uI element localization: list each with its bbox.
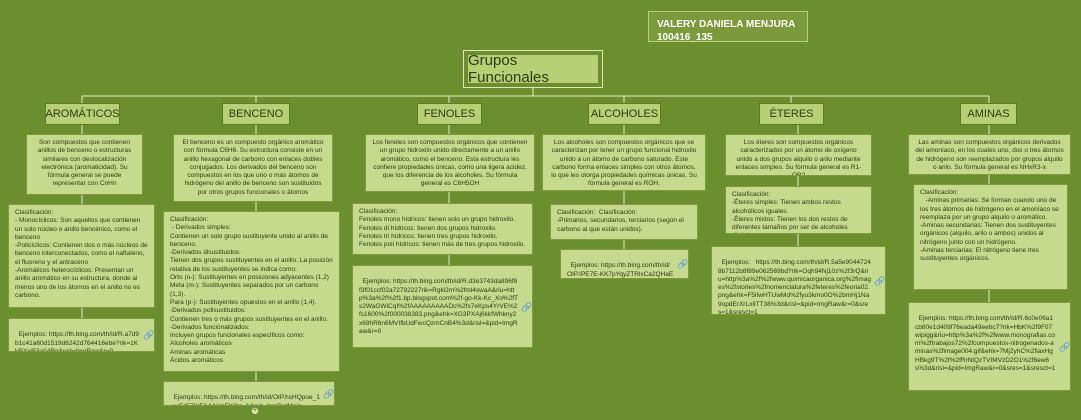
- example-text: Ejemplos: https://th.bing.com/th/id/OIP.…: [170, 394, 320, 405]
- author-name: VALERY DANIELA MENJURA: [657, 19, 796, 30]
- author-box: VALERY DANIELA MENJURA 100416_135: [648, 11, 808, 43]
- category-aminas[interactable]: AMINAS: [960, 103, 1017, 125]
- description-eteres[interactable]: Los éteres son compuestos orgánicos cara…: [725, 134, 872, 176]
- example-text: Ejemplos: https://th.bing.com/th/id/R.5a…: [718, 259, 872, 315]
- example-fenoles[interactable]: Ejemplos: https://th.bing.com/th/id/R.d3…: [352, 265, 533, 348]
- author-code: 100416_135: [657, 32, 713, 43]
- category-alcoholes[interactable]: ALCOHOLES: [588, 103, 661, 125]
- link-icon[interactable]: 🔗: [1059, 341, 1071, 352]
- link-icon[interactable]: 🔗: [143, 330, 155, 340]
- description-aromaticos[interactable]: Son compuestos que contienen anillos de …: [26, 134, 143, 195]
- example-alcoholes[interactable]: Ejemplos: https://th.bing.com/th/id/OIP.…: [560, 249, 689, 279]
- link-icon[interactable]: 🔗: [323, 388, 335, 399]
- example-text: Ejemplos: https://th.bing.com/th/id/OIP.…: [567, 262, 674, 278]
- category-eteres[interactable]: ÉTERES: [759, 103, 824, 125]
- example-text: Ejemplos: https://th.bing.com/th/id/R.d3…: [359, 278, 518, 336]
- classification-eteres[interactable]: Clasificación: -Éteres simples: Tienen a…: [725, 186, 872, 234]
- expand-toggle[interactable]: +: [251, 407, 259, 415]
- example-text: Ejemplos: https://th.bing.com/th/id/R.a7…: [15, 331, 139, 352]
- link-icon[interactable]: 🔗: [677, 259, 689, 269]
- category-fenoles[interactable]: FENOLES: [417, 103, 482, 125]
- example-aromaticos[interactable]: Ejemplos: https://th.bing.com/th/id/R.a7…: [8, 318, 155, 352]
- category-aromaticos[interactable]: AROMÁTICOS: [45, 103, 120, 125]
- classification-aminas[interactable]: Clasificación: -Aminas primarias: Se for…: [913, 184, 1068, 290]
- description-fenoles[interactable]: Los fenoles son compuestos orgánicos que…: [365, 134, 535, 192]
- link-icon[interactable]: 🔗: [521, 301, 533, 312]
- central-topic-title: Grupos Funcionales: [467, 52, 599, 86]
- example-benceno[interactable]: Ejemplos: https://th.bing.com/th/id/OIP.…: [163, 381, 335, 406]
- classification-alcoholes[interactable]: Clasificación: Clasificación: -Primarios…: [550, 204, 698, 240]
- description-benceno[interactable]: El benceno es un compuesto orgánico arom…: [173, 134, 333, 202]
- example-text: Ejemplos: https://th.bing.com/th/id/R.6c…: [915, 315, 1056, 373]
- description-alcoholes[interactable]: Los alcoholes son compuestos orgánicos q…: [542, 134, 706, 191]
- example-eteres[interactable]: Ejemplos: https://th.bing.com/th/id/R.5a…: [711, 246, 886, 315]
- central-topic[interactable]: Grupos Funcionales: [463, 50, 603, 88]
- classification-fenoles[interactable]: Clasificación: Fenoles mono hídricos: ti…: [352, 203, 533, 255]
- link-icon[interactable]: 🔗: [874, 275, 886, 286]
- category-benceno[interactable]: BENCENO: [222, 103, 290, 125]
- classification-benceno[interactable]: Clasificación: - Derivados simples: Cont…: [163, 211, 340, 372]
- example-aminas[interactable]: Ejemplos: https://th.bing.com/th/id/R.6c…: [908, 302, 1071, 391]
- classification-aromaticos[interactable]: Clasificación: - Monocíclicos: Son aquel…: [8, 204, 155, 308]
- description-aminas[interactable]: Las aminas son compuestos orgánicos deri…: [908, 134, 1071, 175]
